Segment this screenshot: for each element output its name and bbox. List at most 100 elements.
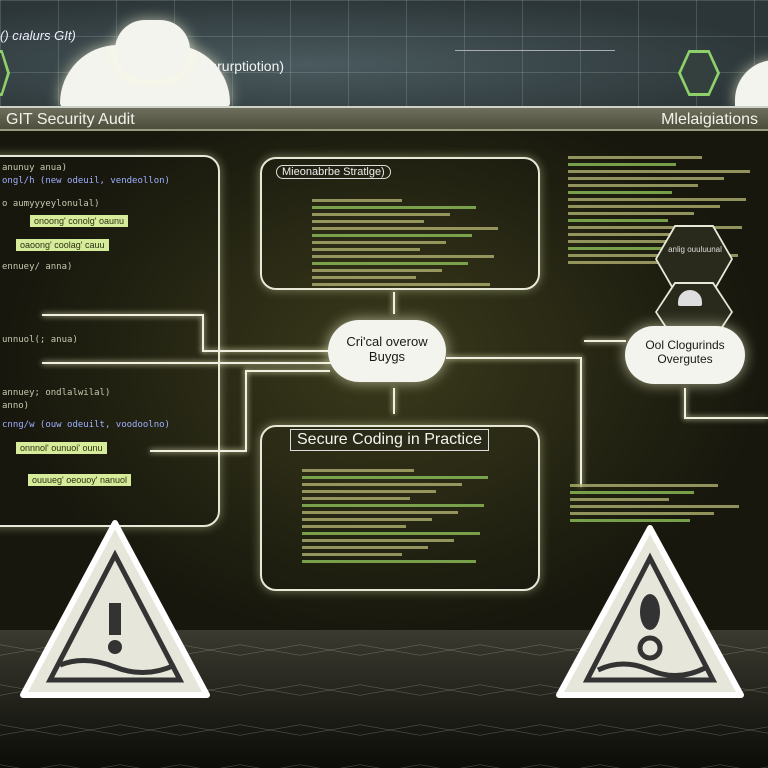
code-line — [570, 484, 719, 487]
code-line — [302, 476, 488, 479]
code-line — [312, 262, 468, 265]
arrow-line — [202, 350, 332, 352]
highlight-tag: onnnol' ounuoi' ounu — [16, 442, 107, 454]
code-line — [312, 248, 420, 251]
warning-triangle-icon — [20, 520, 210, 698]
code-line — [312, 199, 402, 202]
code-line — [568, 233, 716, 236]
right-code-block — [568, 152, 768, 268]
code-line — [302, 546, 428, 549]
code-line — [312, 220, 424, 223]
arrow-line — [202, 314, 204, 352]
code-line — [568, 247, 664, 250]
code-line — [312, 227, 498, 230]
arrow-line — [150, 450, 245, 452]
code-line: anunuy anua) — [2, 163, 68, 173]
panel-label: Mieonabrbe Stratlge) — [276, 165, 391, 179]
code-line — [570, 505, 740, 508]
code-line — [570, 491, 694, 494]
code-line — [312, 213, 450, 216]
code-line — [570, 519, 690, 522]
code-line: cnng/w (ouw odeuilt, voodoolno) — [2, 420, 170, 430]
code-line — [568, 170, 750, 173]
code-line — [302, 560, 476, 563]
code-line — [302, 483, 462, 486]
code-line — [568, 240, 690, 243]
connector-line — [684, 417, 768, 419]
down-arrow — [393, 292, 395, 314]
code-line — [312, 206, 476, 209]
user-icon — [678, 290, 702, 306]
cloud-text: Buygs — [368, 349, 406, 364]
cloud-icon-top — [115, 20, 190, 80]
panel-label: Secure Coding in Practice — [290, 429, 489, 451]
code-line: unnuol(; anua) — [2, 335, 78, 345]
code-line — [568, 261, 712, 264]
highlight-tag: oaoong' coolag' cauu — [16, 239, 109, 251]
cloud-text: Overgutes — [657, 352, 713, 366]
configuration-cloud: Ool Clogurinds Overgutes — [625, 326, 745, 384]
hexagon-text: anlig ouuluunal — [668, 245, 722, 254]
code-line: annuey; ondlalwilal) — [2, 388, 111, 398]
code-line — [568, 177, 724, 180]
code-line: o aumyyyeylonulal) — [2, 199, 100, 209]
code-line — [302, 469, 414, 472]
code-line: ennuey/ anna) — [2, 262, 73, 272]
code-line — [302, 490, 436, 493]
mitigations-label: Mlelaigiations — [661, 111, 758, 128]
code-block — [312, 195, 512, 290]
code-line — [568, 198, 746, 201]
cloud-text: Cri'cal overow — [346, 334, 428, 349]
code-line — [312, 241, 446, 244]
code-line — [568, 156, 702, 159]
arrow-line — [245, 370, 330, 372]
header-bar: GIT Security Audit Mlelaigiations — [0, 106, 768, 131]
left-code: anunuy anua) ongl/h (new odeuil, vendeol… — [2, 162, 170, 488]
code-line — [312, 269, 442, 272]
connector-line — [580, 357, 582, 487]
encryption-label: Enrurptiotion) — [200, 58, 285, 74]
right-code-block-lower — [570, 480, 760, 526]
code-line — [568, 212, 694, 215]
code-line — [570, 498, 669, 501]
code-line — [302, 525, 406, 528]
page-title: GIT Security Audit — [6, 111, 135, 128]
code-line — [312, 255, 494, 258]
code-line — [570, 512, 715, 515]
critical-bugs-cloud: Cri'cal overow Buygs — [328, 320, 446, 382]
down-arrow — [393, 388, 395, 414]
code-line — [302, 511, 458, 514]
code-line — [568, 163, 676, 166]
code-block — [302, 465, 502, 567]
connector-line — [446, 357, 581, 359]
arrow-line — [245, 370, 247, 452]
code-line — [312, 283, 490, 286]
connector-line — [455, 50, 615, 51]
connector-line — [584, 340, 626, 342]
warning-triangle-icon — [556, 525, 744, 698]
code-line: anno) — [2, 401, 30, 411]
code-line — [302, 539, 454, 542]
code-line — [568, 254, 738, 257]
code-line — [568, 191, 672, 194]
code-line — [302, 553, 402, 556]
code-line — [302, 497, 410, 500]
code-line — [568, 226, 742, 229]
up-arrow — [684, 388, 686, 418]
code-line — [302, 504, 484, 507]
code-line — [302, 532, 480, 535]
code-line — [312, 234, 472, 237]
code-line: ongl/h (new odeuil, vendeollon) — [2, 176, 170, 186]
secure-coding-panel: Secure Coding in Practice — [260, 425, 540, 591]
highlight-tag: onoong' conolg' oaunu — [30, 215, 129, 227]
code-line — [312, 276, 416, 279]
arrow-line — [42, 362, 332, 364]
top-left-label: () cıalurs GIt) — [0, 28, 76, 43]
code-line — [302, 518, 432, 521]
highlight-tag: ouuueg' oeouoy' nanuol — [28, 474, 132, 486]
code-line — [568, 219, 668, 222]
cloud-text: Ool Clogurinds — [645, 338, 725, 352]
arrow-line — [42, 314, 202, 316]
code-line — [568, 205, 720, 208]
hexagon-icon-left — [0, 50, 10, 96]
